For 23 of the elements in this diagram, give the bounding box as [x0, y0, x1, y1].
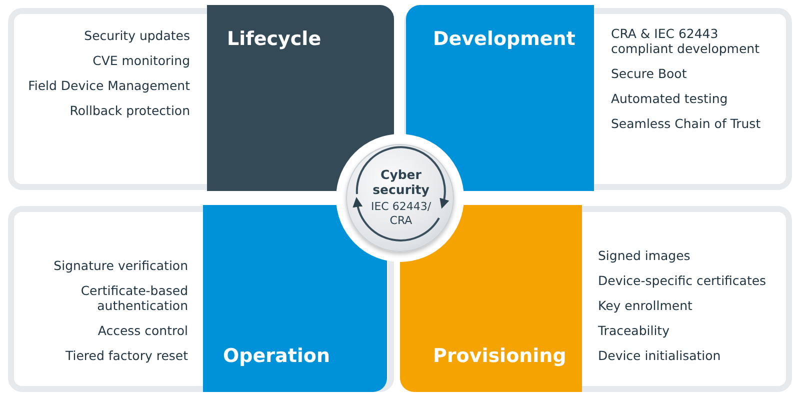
feature-item: Security updates: [83, 28, 190, 43]
feature-item: CRA & IEC 62443 compliant development: [611, 26, 760, 56]
phase-heading: Provisioning: [433, 345, 566, 367]
badge-subtitle: IEC 62443/ CRA: [370, 200, 432, 228]
feature-item: Device-specific certificates: [598, 273, 768, 288]
feature-item: Tiered factory reset: [64, 348, 188, 363]
feature-item: Rollback protection: [68, 103, 190, 118]
feature-item: Signed images: [598, 248, 692, 263]
feature-item: Device initialisation: [598, 348, 722, 363]
feature-item: Access control: [96, 323, 188, 338]
feature-item: Traceability: [598, 323, 670, 338]
feature-item: Key enrollment: [598, 298, 694, 313]
feature-item: Certificate-based authentication: [80, 283, 188, 313]
badge-title: Cyber security: [372, 167, 430, 197]
feature-item: Field Device Management: [27, 78, 190, 93]
feature-item: Automated testing: [611, 91, 729, 106]
feature-item: CVE monitoring: [92, 53, 190, 68]
phase-heading: Development: [433, 28, 576, 50]
feature-item: Seamless Chain of Trust: [611, 116, 762, 131]
phase-heading: Operation: [223, 345, 330, 367]
feature-item: Secure Boot: [611, 66, 688, 81]
feature-item: Signature verification: [52, 258, 188, 273]
phase-heading: Lifecycle: [227, 28, 322, 50]
